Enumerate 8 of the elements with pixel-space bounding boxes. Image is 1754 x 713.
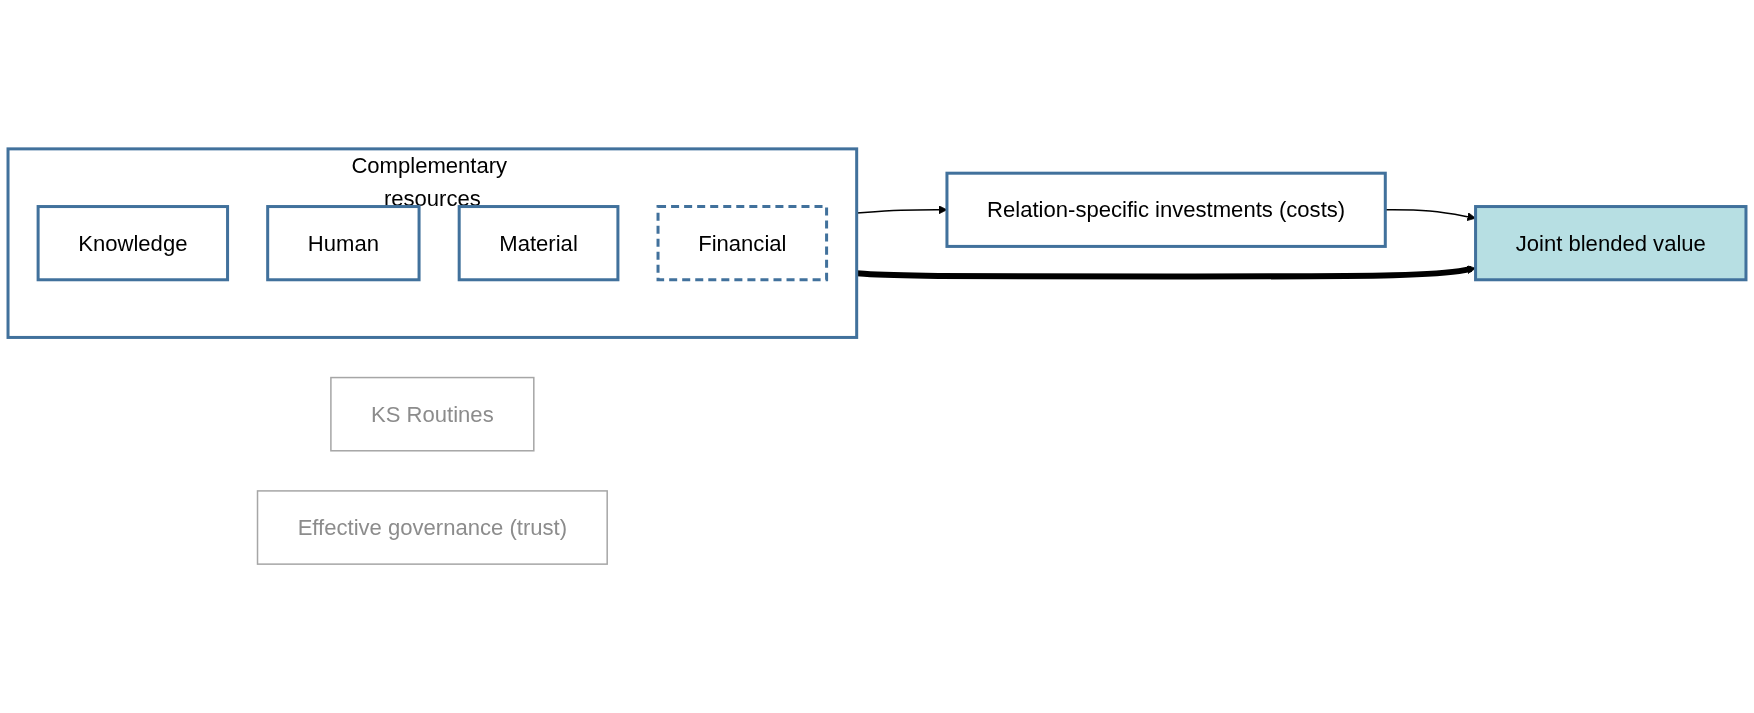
node-box: Human	[266, 205, 421, 282]
node-box: KS Routines	[330, 376, 535, 452]
node-box: Financial	[656, 205, 829, 282]
node-box: Material	[457, 205, 620, 282]
node-box: Joint blended value	[1474, 205, 1748, 282]
node-box: Relation-specific investments (costs)	[945, 171, 1387, 248]
node-box: Effective governance (trust)	[256, 490, 608, 565]
node-box: Knowledge	[36, 205, 230, 282]
